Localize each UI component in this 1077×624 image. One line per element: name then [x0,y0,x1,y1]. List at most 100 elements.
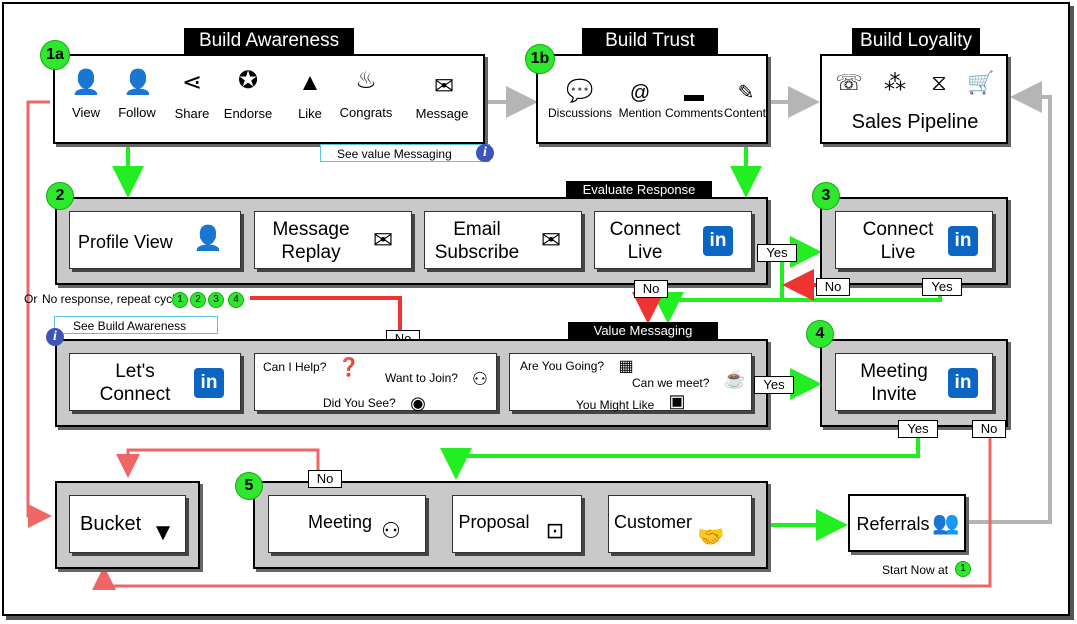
arrow-connect3-yes [782,292,942,302]
connect-live-card: Connect Live in [594,211,752,269]
footprints-icon: ⁂ [884,70,906,95]
calendar-icon: ▦ [618,358,634,375]
message-replay-label: Message Replay [272,219,350,263]
cycle-badge-1: 1 [172,292,188,308]
bucket-card: Bucket ▼ [69,495,186,553]
yes-tag: Yes [754,376,794,394]
comments-label: Comments [664,106,723,120]
connect-live-card-3: Connect Live in [835,211,993,269]
arrow-invite-yes [440,436,920,480]
no-tag: No [634,280,668,298]
yes-tag: Yes [898,420,938,438]
cycle-badge-4: 4 [228,292,244,308]
yes-tag: Yes [922,278,962,296]
endorse-label: Endorse [223,106,273,121]
edit-icon: ✎ [737,82,755,104]
sales-pipeline-label: Sales Pipeline [851,111,979,133]
trust-panel [536,54,768,144]
linkedin-icon: in [948,226,978,256]
step-badge-5: 5 [235,472,263,500]
connect-live-label: Connect Live [609,219,681,263]
awareness-title: Build Awareness [184,28,354,54]
person-eye-icon: 👤 [193,225,223,252]
cake-icon: ♨ [355,67,377,94]
going-card: Are You Going? ▦ Can we meet? ☕ You Migh… [509,353,752,412]
see-value-messaging-text: See value Messaging [337,147,452,161]
linkedin-icon: in [948,368,978,398]
start-badge: 1 [955,561,971,577]
bucket-icon: ▼ [151,519,175,546]
start-now-label: Start Now at [882,563,949,577]
content-label: Content [723,106,767,120]
diagram-frame [2,2,1070,616]
view-label: View [72,105,100,120]
info-icon[interactable]: i [476,144,494,162]
profile-view-label: Profile View [78,232,173,252]
customer-label: Customer [613,512,693,532]
eye-icon: ◉ [410,393,426,413]
message-replay-card: Message Replay ✉ [254,211,412,269]
envelope-icon: ✉ [433,73,455,100]
see-value-messaging-link[interactable]: See value Messaging [320,144,490,162]
no-tag: No [308,470,342,488]
want-to-join-label: Want to Join? [385,371,458,385]
arrow-invite-no [92,436,992,590]
did-you-see-label: Did You See? [323,396,396,410]
chat-bubbles-icon: 💬 [566,78,594,103]
cart-icon: 🛒 [967,70,995,95]
arrow-pipeline-bucket [116,448,320,478]
awareness-panel [53,54,485,144]
coffee-icon: ☕ [723,369,747,389]
you-might-like-label: You Might Like [576,398,655,412]
repeat-cycle-label: No response, repeat cycle [42,292,182,306]
loyalty-panel [820,54,1008,144]
share-icon: ⋖ [181,69,203,96]
person-eye-icon: 👤 [71,69,101,96]
person-referral-icon: 👥 [932,510,960,535]
open-mail-icon: ✉ [540,227,562,254]
meeting-icon: ⚇ [381,518,401,543]
handshake-icon: 🤝 [697,524,725,549]
referrals-card: Referrals 👥 [848,494,966,552]
presentation-icon: ⊡ [545,518,565,543]
referrals-label: Referrals [856,514,930,534]
dna-icon: ⧖ [931,70,947,95]
connect-live-label-3: Connect Live [862,219,934,263]
mention-label: Mention [618,106,662,120]
at-icon: @ [629,82,651,104]
share-label: Share [174,106,210,121]
clapperboard-icon: ▣ [668,391,686,411]
proposal-card: Proposal ⊡ [452,495,582,553]
question-icon: ❓ [337,357,361,377]
lets-connect-card: Let's Connect in [69,353,241,411]
arrow-awareness-bucket [26,100,52,528]
meeting-card: Meeting ⚇ [268,495,426,553]
email-subscribe-label: Email Subscribe [434,219,520,263]
help-card: Can I Help? ❓ Want to Join? ⚇ Did You Se… [254,353,497,413]
arrow-repeat-no [250,296,402,332]
step-badge-1a: 1a [40,40,70,70]
linkedin-icon: in [194,368,224,398]
phone-icon: ☏ [835,70,863,95]
see-build-awareness-link[interactable]: See Build Awareness [54,316,218,334]
follow-label: Follow [118,105,156,120]
meeting-invite-card: Meeting Invite in [835,353,993,411]
evaluate-subtitle: Evaluate Response [566,181,712,199]
lets-connect-label: Let's Connect [99,361,171,405]
value-subtitle: Value Messaging [568,322,718,340]
info-icon[interactable]: i [46,328,64,346]
step-badge-3: 3 [812,182,840,210]
comment-icon: ▬ [684,84,704,106]
step-badge-4: 4 [806,320,834,348]
meeting-invite-label: Meeting Invite [860,361,928,405]
can-we-meet-label: Can we meet? [632,376,710,390]
meeting-label: Meeting [307,512,373,532]
like-label: Like [298,106,322,121]
see-build-awareness-text: See Build Awareness [73,319,187,333]
cycle-badge-3: 3 [208,292,224,308]
congrats-label: Congrats [339,105,393,120]
trust-title: Build Trust [582,28,718,54]
customer-card: Customer 🤝 [608,495,752,553]
or-label: Or [24,292,38,306]
